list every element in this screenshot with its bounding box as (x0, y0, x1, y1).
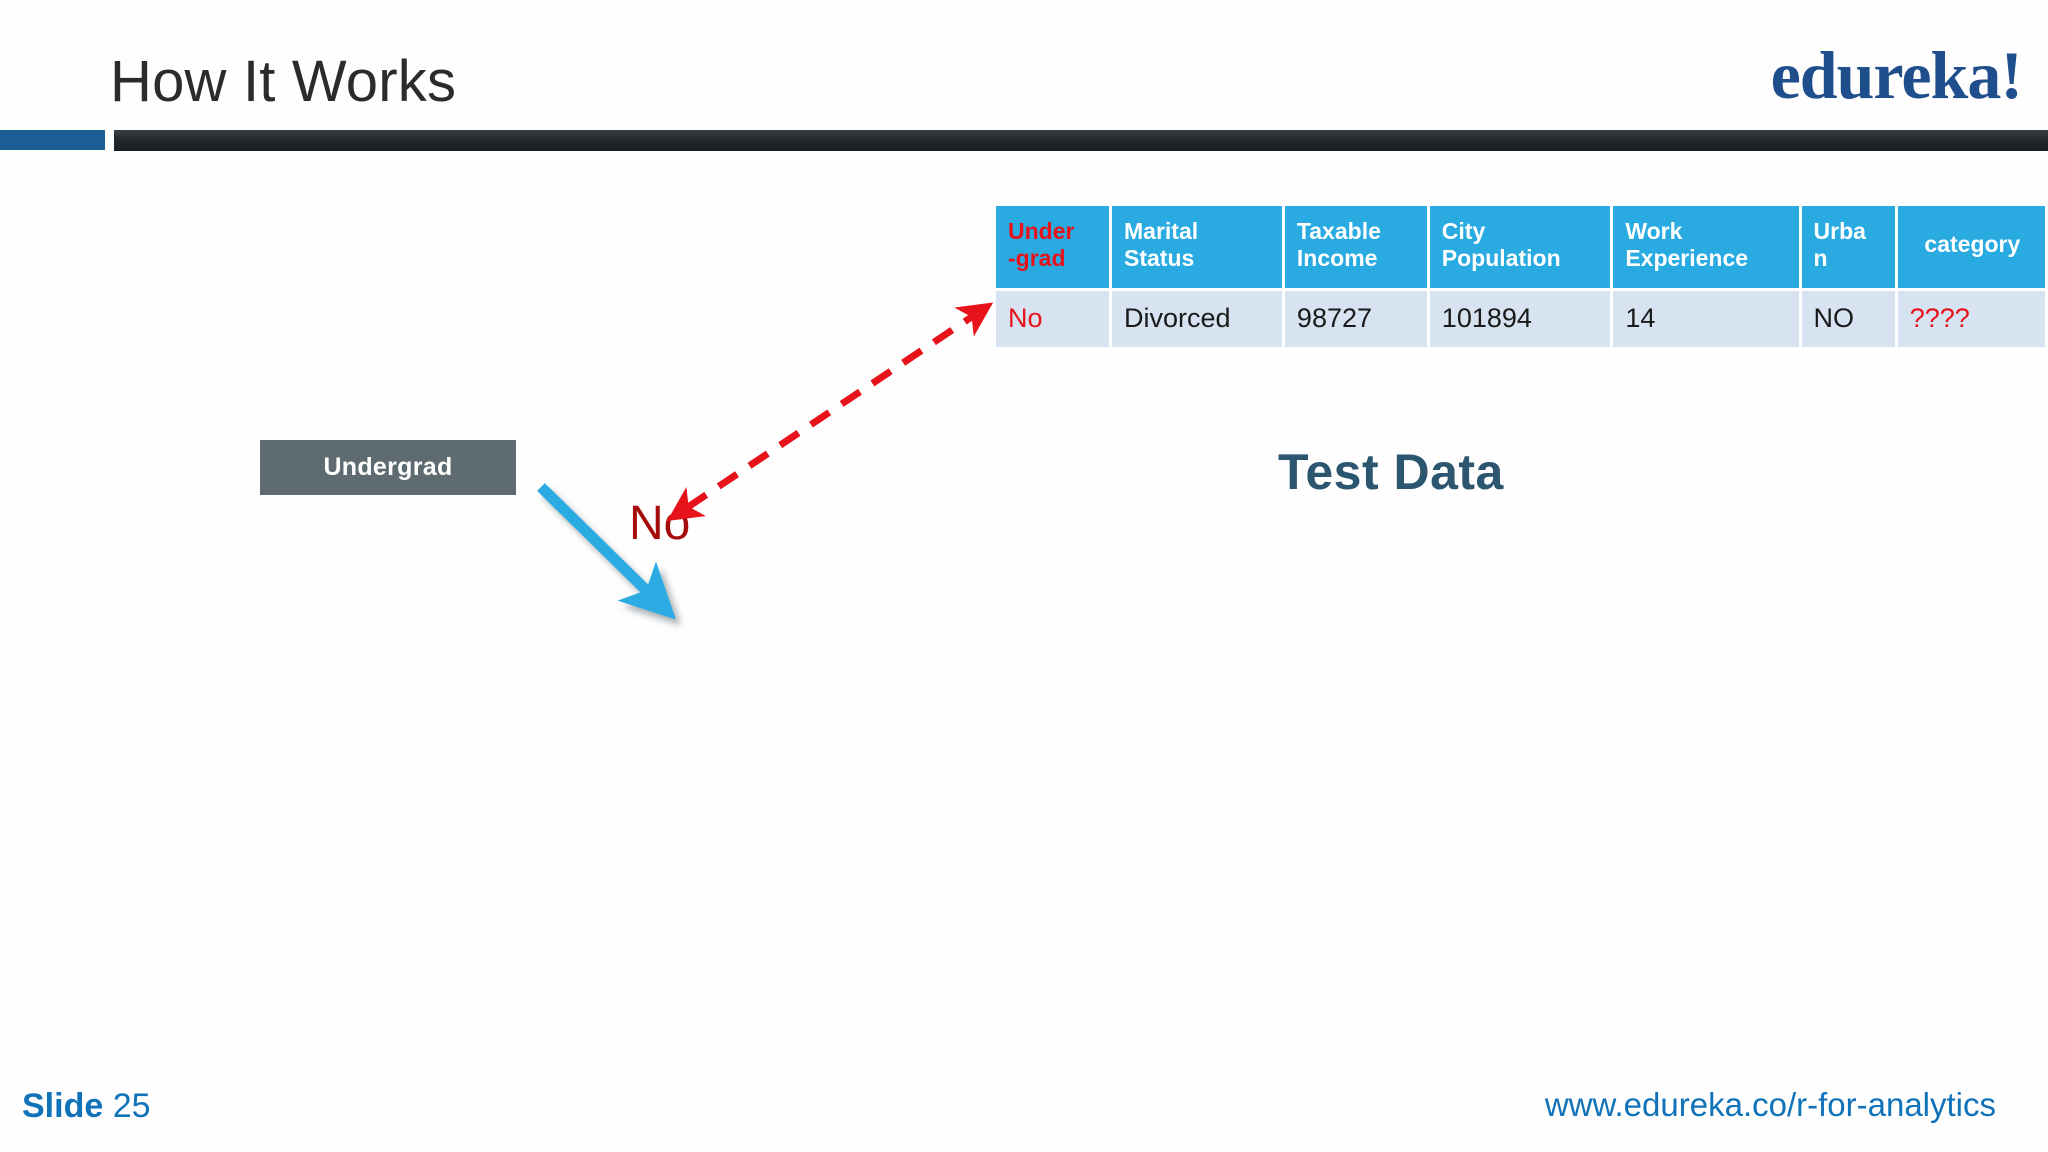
column-header-urban-line2: n (1813, 245, 1828, 272)
cell-taxable-income: 98727 (1284, 291, 1427, 347)
cell-work-experience: 14 (1613, 291, 1799, 347)
header-rule-bar (114, 130, 2048, 151)
column-header-taxable-income-line2: Income (1296, 245, 1378, 272)
table-row: No Divorced 98727 101894 14 NO ???? (996, 291, 2045, 347)
section-title-test-data: Test Data (1278, 444, 1504, 500)
column-header-work-experience-line2: Experience (1625, 245, 1749, 272)
footer-slide-number: Slide 25 (22, 1087, 151, 1126)
footer-url[interactable]: www.edureka.co/r-for-analytics (1544, 1086, 1996, 1123)
dashed-link-arrow (667, 302, 994, 522)
column-header-category-line1: category (1924, 231, 2021, 258)
column-header-taxable-income-line1: Taxable (1296, 218, 1381, 244)
column-header-marital-status-line1: Marital (1124, 218, 1199, 244)
column-header-city-population-line1: City (1441, 218, 1486, 244)
footer-slide-value: 25 (112, 1087, 151, 1125)
column-header-urban: Urba n (1801, 206, 1895, 288)
column-header-undergrad: Under -grad (996, 206, 1110, 288)
page-title: How It Works (110, 49, 457, 114)
column-header-urban-line1: Urba (1813, 218, 1866, 244)
header-rule-accent (0, 130, 105, 150)
edureka-logo: edureka! (1770, 37, 2023, 113)
column-header-work-experience-line1: Work (1625, 218, 1683, 244)
column-header-undergrad-line2: -grad (1008, 245, 1066, 272)
cell-undergrad: No (996, 291, 1110, 347)
column-header-city-population-line2: Population (1441, 245, 1561, 272)
footer-slide-label: Slide (22, 1087, 104, 1125)
column-header-category: category (1897, 206, 2045, 288)
cell-city-population: 101894 (1429, 291, 1611, 347)
decision-node-undergrad: Undergrad (260, 440, 516, 495)
column-header-marital-status: Marital Status (1112, 206, 1282, 288)
decision-node-undergrad-label: Undergrad (323, 453, 453, 481)
cell-marital-status: Divorced (1112, 291, 1282, 347)
table-header-row: Under -grad Marital Status Taxable Incom… (996, 206, 2045, 288)
column-header-taxable-income: Taxable Income (1284, 206, 1427, 288)
column-header-work-experience: Work Experience (1613, 206, 1799, 288)
branch-label-no: No (629, 497, 691, 550)
cell-urban: NO (1801, 291, 1895, 347)
test-data-table: Under -grad Marital Status Taxable Incom… (993, 203, 2048, 350)
column-header-undergrad-line1: Under (1008, 218, 1075, 244)
column-header-city-population: City Population (1429, 206, 1611, 288)
column-header-marital-status-line2: Status (1124, 245, 1195, 272)
cell-category: ???? (1897, 291, 2045, 347)
